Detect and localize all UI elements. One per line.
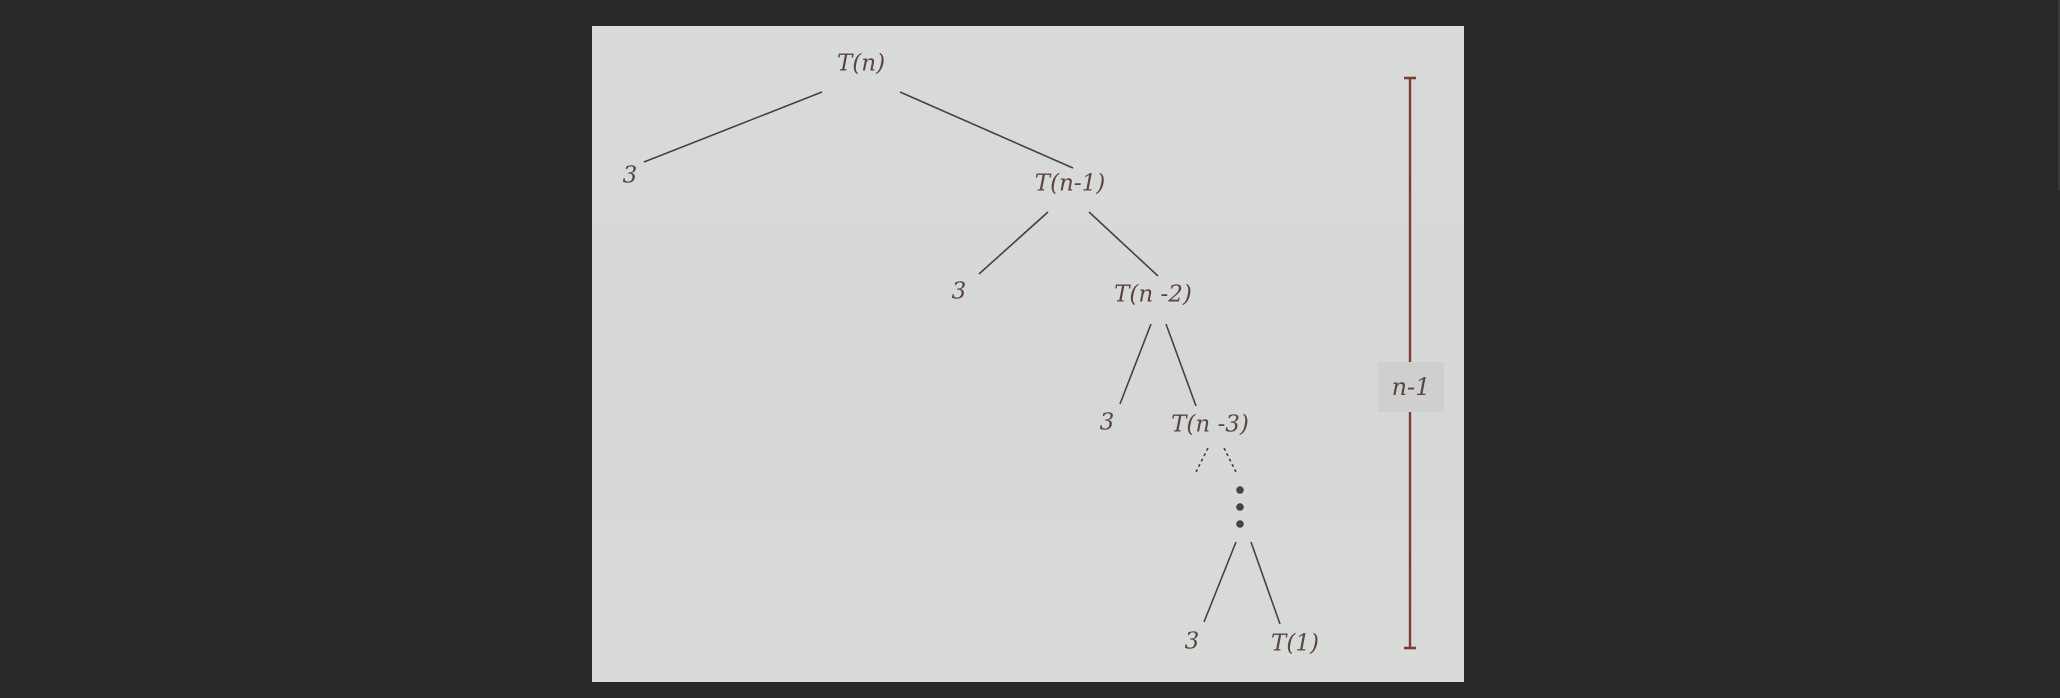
slide: n-1 T(n) 3 T(n-1) 3 T(n -2) 3 T(n -3) 3 …: [592, 26, 1464, 682]
depth-label: n-1: [1391, 373, 1431, 401]
edge-level1-to-left: [978, 211, 1049, 275]
depth-label-box: n-1: [1378, 362, 1444, 412]
ellipsis-dot: [1236, 520, 1244, 528]
node-leaf-cost: 3: [1184, 628, 1200, 655]
edge-level2-to-right: [1165, 323, 1197, 407]
edge-last-to-right: [1250, 541, 1281, 625]
edge-level2-to-left: [1119, 323, 1152, 405]
node-root: T(n): [836, 50, 886, 77]
ellipsis-dot: [1236, 503, 1244, 511]
edge-level1-to-right: [1088, 211, 1159, 277]
node-level2-subproblem: T(n -2): [1114, 281, 1192, 308]
ellipsis-dot: [1236, 486, 1244, 494]
node-level1-subproblem: T(n-1): [1034, 170, 1106, 197]
node-level1-cost: 3: [622, 162, 638, 189]
edge-root-to-left: [643, 91, 823, 163]
edge-level3-dotted-right: [1223, 447, 1237, 473]
node-level3-subproblem: T(n -3): [1171, 411, 1249, 438]
edge-root-to-right: [899, 91, 1074, 169]
node-level2-cost: 3: [951, 278, 967, 305]
edge-last-to-left: [1203, 541, 1237, 623]
node-level3-cost: 3: [1099, 409, 1115, 436]
viewer-scrollbar[interactable]: [2058, 0, 2060, 190]
node-leaf-base-case: T(1): [1271, 630, 1319, 657]
recursion-tree-diagram: [643, 76, 1416, 650]
edge-level3-dotted-left: [1195, 447, 1209, 473]
